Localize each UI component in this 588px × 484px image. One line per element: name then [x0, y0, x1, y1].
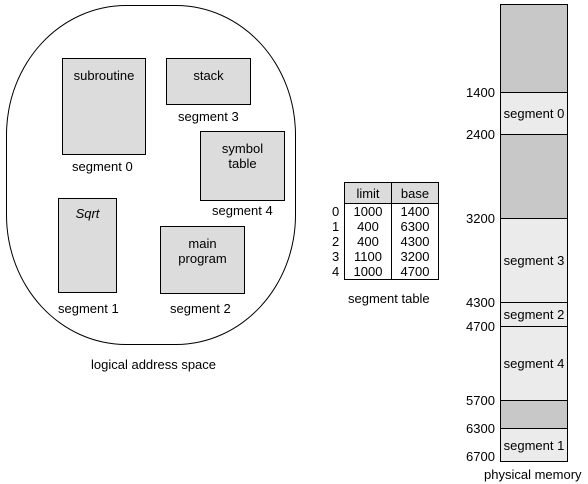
- physical-segment-0: segment 0: [501, 92, 567, 134]
- physical-memory-caption: physical memory: [484, 467, 582, 482]
- limit-cell: 1000: [344, 264, 392, 280]
- address-6700: 6700: [466, 449, 495, 464]
- segment-2-caption: segment 2: [170, 301, 231, 316]
- segment-index-4: 4: [332, 264, 340, 279]
- physical-segment-3: segment 3: [501, 218, 567, 302]
- physical-segment-1-label: segment 1: [503, 437, 565, 453]
- physical-segment-4-label: segment 4: [503, 355, 565, 371]
- limit-cell: 1100: [344, 249, 392, 264]
- physical-segment-1: segment 1: [501, 428, 567, 462]
- physical-segment-2: segment 2: [501, 302, 567, 326]
- address-3200: 3200: [466, 211, 495, 226]
- address-4300: 4300: [466, 295, 495, 310]
- segment-3-caption: segment 3: [178, 109, 239, 124]
- boundary-line: [500, 428, 568, 429]
- segment-2-box: main program: [160, 226, 245, 294]
- segment-4-box-label-2: table: [228, 156, 257, 171]
- boundary-line: [500, 461, 568, 462]
- physical-segment-3-label: segment 3: [503, 252, 565, 268]
- segment-table-caption: segment table: [348, 291, 430, 306]
- segment-index-3: 3: [332, 249, 340, 264]
- segment-2-box-label-2: program: [178, 251, 227, 266]
- base-cell: 6300: [391, 219, 439, 234]
- segment-index-1: 1: [332, 219, 340, 234]
- segment-index-2: 2: [332, 234, 340, 249]
- segment-3-box: stack: [166, 58, 251, 105]
- limit-cell: 400: [344, 234, 392, 249]
- boundary-line: [500, 4, 568, 5]
- table-row: 1000 4700: [344, 264, 439, 280]
- physical-memory-column: segment 0 segment 3 segment 2 segment 4 …: [500, 4, 568, 462]
- base-cell: 1400: [391, 203, 439, 219]
- segment-3-box-label: stack: [193, 68, 224, 83]
- segment-4-box-label-1: symbol: [221, 141, 264, 156]
- base-cell: 4700: [391, 264, 439, 280]
- table-row: 400 4300: [344, 234, 439, 249]
- limit-header: limit: [344, 182, 392, 204]
- segment-1-box: Sqrt: [58, 198, 117, 293]
- segment-1-caption: segment 1: [58, 301, 119, 316]
- base-header: base: [391, 182, 439, 204]
- physical-segment-0-label: segment 0: [503, 105, 565, 121]
- table-row: 400 6300: [344, 219, 439, 234]
- free-block-middle: [501, 134, 567, 218]
- address-6300: 6300: [466, 421, 495, 436]
- segment-0-caption: segment 0: [72, 159, 133, 174]
- logical-address-space-caption: logical address space: [91, 357, 217, 372]
- segment-4-caption: segment 4: [212, 203, 273, 218]
- segment-4-box: symbol table: [200, 131, 285, 201]
- boundary-line: [500, 400, 568, 401]
- base-cell: 3200: [391, 249, 439, 264]
- segment-table: limit base 1000 1400 400 6300 400 4300 1…: [344, 182, 439, 280]
- table-row: 1100 3200: [344, 249, 439, 264]
- address-1400: 1400: [466, 85, 495, 100]
- segment-0-box: subroutine: [62, 58, 146, 155]
- free-block-lower: [501, 400, 567, 428]
- free-block-top: [501, 4, 567, 92]
- table-row: 1000 1400: [344, 203, 439, 219]
- address-4700: 4700: [466, 319, 495, 334]
- segment-2-box-label-1: main: [188, 236, 217, 251]
- boundary-line: [500, 218, 568, 219]
- physical-segment-4: segment 4: [501, 326, 567, 400]
- boundary-line: [500, 92, 568, 93]
- address-5700: 5700: [466, 393, 495, 408]
- limit-cell: 1000: [344, 203, 392, 219]
- limit-cell: 400: [344, 219, 392, 234]
- segment-index-0: 0: [332, 204, 340, 219]
- boundary-line: [500, 326, 568, 327]
- boundary-line: [500, 302, 568, 303]
- base-cell: 4300: [391, 234, 439, 249]
- logical-address-space-outline: [6, 5, 296, 345]
- boundary-line: [500, 134, 568, 135]
- segment-1-box-label: Sqrt: [75, 206, 100, 221]
- physical-segment-2-label: segment 2: [503, 306, 565, 322]
- address-2400: 2400: [466, 127, 495, 142]
- segment-0-box-label: subroutine: [73, 68, 135, 83]
